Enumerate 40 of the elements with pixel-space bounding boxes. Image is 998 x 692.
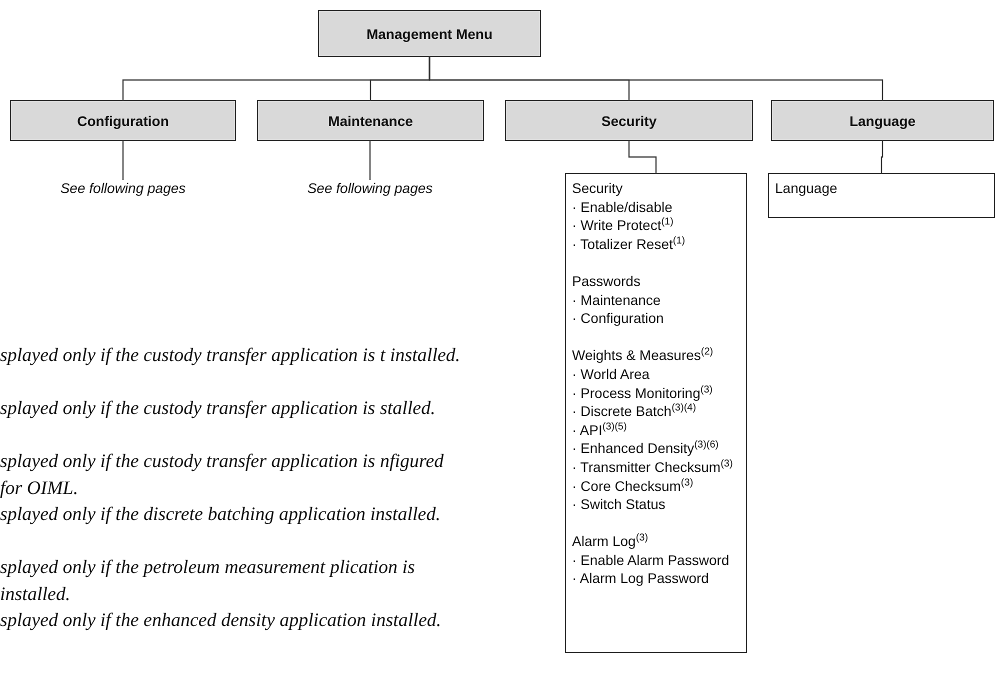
menu-item: · Totalizer Reset$^{(1)}$ bbox=[572, 234, 686, 254]
connector-line bbox=[122, 141, 124, 180]
connector-line bbox=[369, 141, 371, 180]
menu-box: Configuration bbox=[10, 100, 236, 141]
footnote-text: splayed only if the discrete batching application installed. bbox=[0, 503, 442, 527]
menu-item: · Alarm Log Password bbox=[572, 569, 709, 588]
footnote-text: splayed only if the custody transfer application is t installed. bbox=[0, 344, 462, 368]
connector-line bbox=[628, 141, 657, 173]
menu-item: Language bbox=[775, 179, 838, 198]
menu-item: Weights & Measures$^{(2)}$ bbox=[572, 346, 714, 365]
menu-item: Security bbox=[572, 179, 623, 198]
menu-item: · Enable/disable bbox=[572, 198, 672, 216]
list-box bbox=[768, 173, 995, 218]
menu-item: · Switch Status bbox=[572, 495, 666, 514]
menu-item: · Enhanced Density$^{(3)(6)}$ bbox=[572, 439, 719, 458]
menu-item: · Discrete Batch$^{(3)(4)}$ bbox=[572, 402, 696, 421]
menu-item: · Transmitter Checksum$^{(3)}$ bbox=[572, 458, 733, 476]
list-box bbox=[565, 173, 747, 653]
note-text: See following pages bbox=[267, 180, 473, 200]
menu-item: · Enable Alarm Password bbox=[572, 550, 730, 570]
menu-item: · API$^{(3)(5)}$ bbox=[572, 420, 627, 440]
menu-item: · World Area bbox=[572, 364, 650, 384]
footnote-text: splayed only if the enhanced density application installed. bbox=[0, 609, 442, 633]
menu-box: Security bbox=[505, 100, 753, 141]
footnote-text: splayed only if the custody transfer application is stalled. bbox=[0, 397, 436, 421]
menu-item: · Write Protect$^{(1)}$ bbox=[572, 216, 674, 235]
connector-line bbox=[428, 57, 884, 100]
menu-item: · Configuration bbox=[572, 309, 664, 328]
menu-box: Management Menu bbox=[318, 10, 541, 57]
menu-box: Maintenance bbox=[257, 100, 484, 141]
menu-item: · Maintenance bbox=[572, 290, 661, 310]
menu-item: Alarm Log$^{(3)}$ bbox=[572, 532, 648, 551]
note-text: See following pages bbox=[20, 180, 226, 200]
footnote-text: splayed only if the custody transfer application is nfigured for OIML. bbox=[0, 450, 445, 500]
menu-box: Language bbox=[771, 100, 994, 141]
connector-line bbox=[880, 141, 884, 173]
menu-item: Passwords bbox=[572, 272, 640, 291]
menu-item: · Core Checksum$^{(3)}$ bbox=[572, 476, 694, 496]
footnote-text: splayed only if the petroleum measurement plication is installed. bbox=[0, 556, 416, 606]
menu-item: · Process Monitoring$^{(3)}$ bbox=[572, 384, 713, 402]
